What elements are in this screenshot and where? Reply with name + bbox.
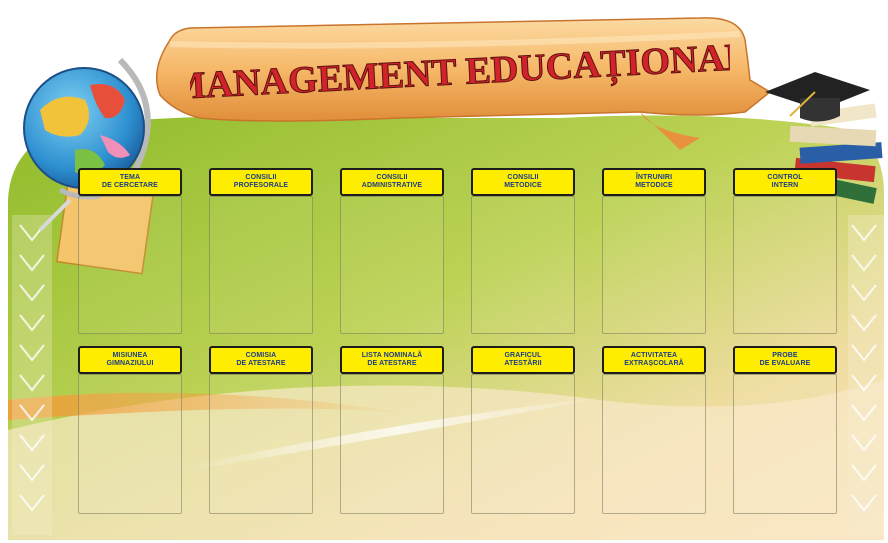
section-panel bbox=[602, 374, 706, 514]
section-header-label: CONSILII PROFESORALE bbox=[233, 174, 289, 189]
section-header: CONTROL INTERN bbox=[733, 168, 837, 196]
section-header: CONSILII PROFESORALE bbox=[209, 168, 313, 196]
section-header-label: MISIUNEA GIMNAZIULUI bbox=[106, 352, 154, 367]
section-header: COMISIA DE ATESTARE bbox=[209, 346, 313, 374]
section-header: TEMA DE CERCETARE bbox=[78, 168, 182, 196]
section-header: GRAFICUL ATESTĂRII bbox=[471, 346, 575, 374]
folk-ornament-left bbox=[12, 215, 52, 535]
section-header: LISTA NOMINALĂ DE ATESTARE bbox=[340, 346, 444, 374]
title-ribbon bbox=[155, 17, 772, 150]
light-swoosh bbox=[180, 395, 620, 472]
section-header-label: COMISIA DE ATESTARE bbox=[236, 352, 286, 367]
section-header: CONSILII ADMINISTRATIVE bbox=[340, 168, 444, 196]
section-header: CONSILII METODICE bbox=[471, 168, 575, 196]
section-header: ACTIVITATEA EXTRAȘCOLARĂ bbox=[602, 346, 706, 374]
banner-title: MANAGEMENT EDUCAȚIONAL bbox=[190, 40, 730, 100]
section-header-label: CONSILII ADMINISTRATIVE bbox=[361, 174, 423, 189]
section-panel bbox=[733, 374, 837, 514]
folk-ornament-right bbox=[848, 215, 884, 535]
section-panel bbox=[602, 196, 706, 334]
section-header-label: CONTROL INTERN bbox=[767, 174, 803, 189]
section-panel bbox=[471, 196, 575, 334]
section-header-label: PROBE DE EVALUARE bbox=[759, 352, 811, 367]
section-panel bbox=[78, 196, 182, 334]
section-panel bbox=[209, 374, 313, 514]
section-panel bbox=[471, 374, 575, 514]
cream-wave bbox=[8, 380, 884, 540]
globe-icon bbox=[23, 57, 154, 275]
section-header-label: TEMA DE CERCETARE bbox=[102, 174, 158, 189]
section-header-label: CONSILII METODICE bbox=[504, 174, 542, 189]
section-header-label: GRAFICUL ATESTĂRII bbox=[504, 352, 542, 367]
section-panel bbox=[78, 374, 182, 514]
orange-swoosh bbox=[8, 392, 420, 420]
section-header-label: ACTIVITATEA EXTRAȘCOLARĂ bbox=[624, 352, 684, 367]
section-header-label: ÎNTRUNIRI METODICE bbox=[635, 174, 673, 189]
section-panel bbox=[209, 196, 313, 334]
section-panel bbox=[340, 196, 444, 334]
section-header: PROBE DE EVALUARE bbox=[733, 346, 837, 374]
section-header: ÎNTRUNIRI METODICE bbox=[602, 168, 706, 196]
section-panel bbox=[733, 196, 837, 334]
banner-title-graphic: MANAGEMENT EDUCAȚIONAL bbox=[190, 40, 730, 100]
section-panel bbox=[340, 374, 444, 514]
section-header-label: LISTA NOMINALĂ DE ATESTARE bbox=[361, 352, 423, 367]
section-header: MISIUNEA GIMNAZIULUI bbox=[78, 346, 182, 374]
